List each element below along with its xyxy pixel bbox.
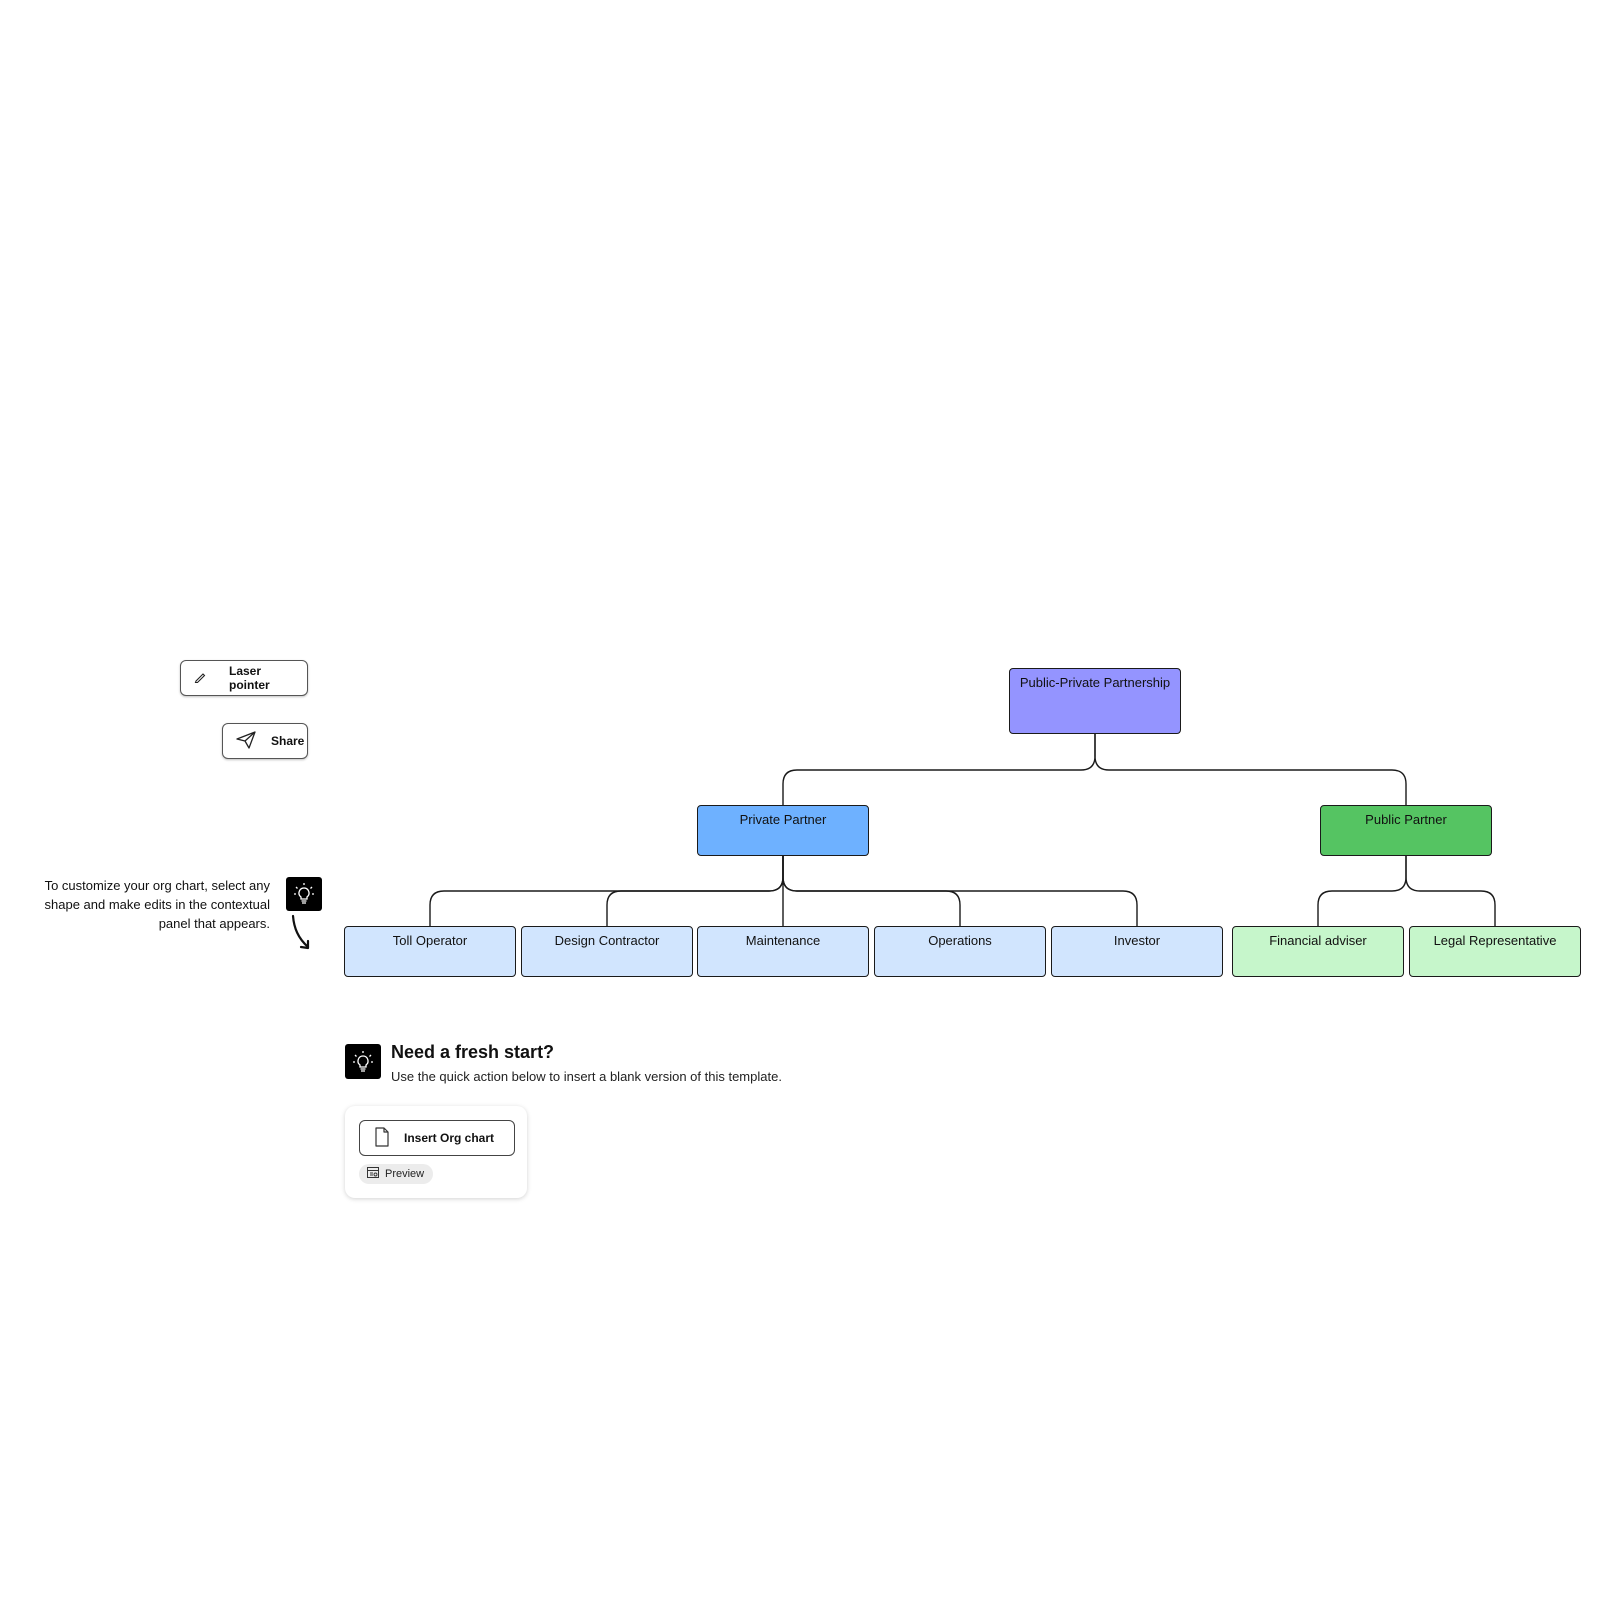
insert-org-chart-label: Insert Org chart [404, 1131, 495, 1145]
preview-button[interactable]: Preview [359, 1164, 433, 1184]
laser-pointer-button[interactable]: Laser pointer [180, 660, 308, 696]
org-node-investor[interactable]: Investor [1051, 926, 1223, 977]
lightbulb-icon [286, 877, 322, 911]
fresh-start-title: Need a fresh start? [391, 1042, 555, 1062]
org-node-root[interactable]: Public-Private Partnership [1009, 668, 1181, 734]
org-node-public-partner[interactable]: Public Partner [1320, 805, 1492, 856]
document-icon [374, 1126, 390, 1150]
org-node-financial-adviser[interactable]: Financial adviser [1232, 926, 1404, 977]
org-connector [1405, 856, 1496, 926]
org-connector [782, 734, 1096, 805]
org-node-legal-representative[interactable]: Legal Representative [1409, 926, 1581, 977]
hint-text: To customize your org chart, select any … [44, 878, 270, 931]
laser-pointer-icon [193, 670, 207, 687]
org-connector [606, 856, 784, 926]
fresh-start-subtitle: Use the quick action below to insert a b… [391, 1069, 782, 1084]
share-button[interactable]: Share [222, 723, 308, 759]
preview-icon [367, 1167, 379, 1181]
org-node-private-partner[interactable]: Private Partner [697, 805, 869, 856]
org-connector [1317, 856, 1407, 926]
org-node-maintenance[interactable]: Maintenance [697, 926, 869, 977]
insert-org-chart-button[interactable]: Insert Org chart [359, 1120, 515, 1156]
org-node-design-contractor[interactable]: Design Contractor [521, 926, 693, 977]
lightbulb-icon [345, 1044, 381, 1079]
org-connector [782, 856, 1138, 926]
curved-arrow-icon [291, 914, 310, 950]
quick-action-card: Insert Org chart Preview [345, 1106, 527, 1198]
laser-pointer-label: Laser pointer [229, 664, 270, 692]
share-label: Share [271, 734, 305, 748]
org-node-operations[interactable]: Operations [874, 926, 1046, 977]
preview-label: Preview [385, 1168, 425, 1180]
org-connector [1094, 734, 1407, 805]
org-node-toll-operator[interactable]: Toll Operator [344, 926, 516, 977]
paper-plane-icon [235, 730, 257, 753]
